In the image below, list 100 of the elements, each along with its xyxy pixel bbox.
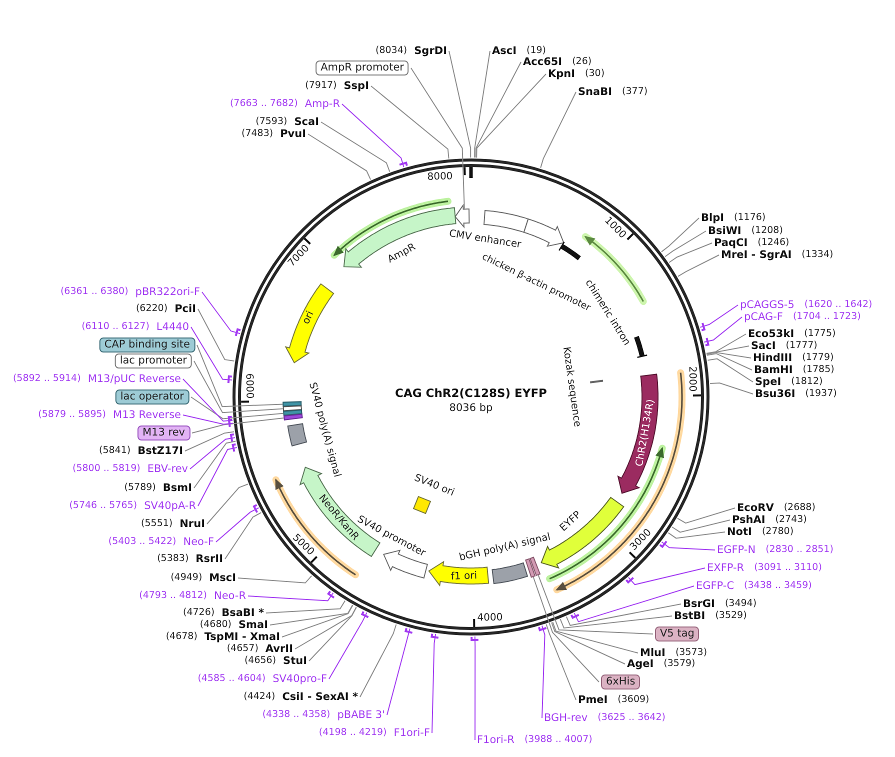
leader-line xyxy=(182,378,234,422)
leader-line xyxy=(574,586,694,622)
site-position: (5841) xyxy=(99,445,131,457)
primer-range: (6361 .. 6380) xyxy=(60,286,128,298)
site-position: (26) xyxy=(572,56,592,68)
leader-line xyxy=(542,625,546,718)
primer-name: pBR322ori-F xyxy=(135,286,200,298)
feature-label: bGH poly(A) signal xyxy=(458,532,552,564)
feature-stripe xyxy=(282,405,302,412)
site-position: (3494) xyxy=(724,598,757,610)
feature-shape xyxy=(454,204,470,229)
leader-line xyxy=(270,604,353,626)
enzyme-name: ScaI xyxy=(294,116,319,128)
site-position: (1208) xyxy=(751,225,783,237)
site-position: (4656) xyxy=(244,655,276,667)
site-position: (377) xyxy=(622,86,648,98)
site-position: (1775) xyxy=(804,328,836,340)
site-position: (4657) xyxy=(226,643,258,655)
leader-line xyxy=(538,574,654,634)
scale-label: 4000 xyxy=(478,612,504,624)
leader-line xyxy=(474,636,476,740)
primer-name: L4440 xyxy=(156,321,189,333)
site-position: (30) xyxy=(585,68,605,80)
leader-line xyxy=(664,230,706,258)
primer-range: (5879 .. 5895) xyxy=(38,409,106,421)
primer-name: EBV-rev xyxy=(147,463,188,475)
leader-line xyxy=(202,292,241,334)
site-position: (2780) xyxy=(762,526,794,538)
leader-line xyxy=(410,68,465,210)
enzyme-name: BstBI xyxy=(674,610,706,622)
site-position: (1246) xyxy=(758,237,790,249)
leader-line xyxy=(206,484,248,524)
leader-line xyxy=(475,62,522,158)
leader-line xyxy=(184,431,234,452)
enzyme-name: SmaI xyxy=(238,619,268,631)
leader-line xyxy=(710,382,754,394)
primer-name: EGFP-C xyxy=(696,580,734,592)
enzyme-name: Bsu36I xyxy=(755,388,796,400)
primer-range: (3438 .. 3459) xyxy=(744,580,812,592)
leader-line xyxy=(328,612,368,680)
primer-range: (5746 .. 5765) xyxy=(69,500,138,512)
site-position: (19) xyxy=(526,45,546,57)
primer-range: (6110 .. 6127) xyxy=(82,321,150,333)
leader-line xyxy=(194,440,236,488)
primer-name: Amp-R xyxy=(304,98,340,110)
feature-label: CMV enhancer xyxy=(448,228,522,252)
primer-name: Neo-F xyxy=(183,536,214,548)
feature-label: ori xyxy=(300,310,318,326)
enzyme-name: PvuI xyxy=(280,128,306,140)
leader-line xyxy=(190,437,236,470)
primer-range: (1704 .. 1723) xyxy=(792,311,861,323)
leader-line xyxy=(706,353,752,370)
leader-line xyxy=(308,606,357,662)
leader-line xyxy=(668,532,726,539)
leader-line xyxy=(706,352,752,358)
scale-label: 8000 xyxy=(426,171,453,184)
site-position: (1176) xyxy=(734,212,766,224)
primer-name: F1ori-F xyxy=(394,727,430,739)
site-position: (1779) xyxy=(802,352,834,364)
primer-range: (5403 .. 5422) xyxy=(108,536,176,548)
leader-line xyxy=(566,604,682,626)
site-position: (7483) xyxy=(241,128,274,140)
scale-label: 2000 xyxy=(686,366,698,392)
site-position: (2743) xyxy=(775,514,807,526)
plasmid-size: 8036 bp xyxy=(449,402,493,414)
leader-line xyxy=(476,74,546,158)
site-position: (1937) xyxy=(805,388,837,400)
leader-line xyxy=(706,346,750,354)
leader-line xyxy=(672,520,730,533)
site-position: (7917) xyxy=(305,80,337,92)
site-position: (4949) xyxy=(170,572,202,584)
primer-name: BGH-rev xyxy=(544,712,588,724)
site-position: (8034) xyxy=(376,45,408,57)
leader-line xyxy=(192,418,284,434)
primer-range: (3625 .. 3642) xyxy=(598,712,666,724)
primer-range: (4585 .. 4604) xyxy=(198,673,266,685)
primer-range: (3091 .. 3110) xyxy=(754,562,822,574)
primer-name: pCAGGS-5 xyxy=(740,299,794,311)
leader-line xyxy=(661,541,716,550)
leader-line xyxy=(248,592,334,602)
enzyme-name: Acc65I xyxy=(523,56,562,68)
primer-name: M13/pUC Reverse xyxy=(88,373,181,385)
leader-line xyxy=(216,507,260,542)
leader-line xyxy=(706,334,746,354)
leader-line xyxy=(294,606,357,650)
leader-line xyxy=(194,360,284,414)
site-position: (1812) xyxy=(791,376,823,388)
site-position: (4678) xyxy=(166,631,198,643)
leader-line xyxy=(474,50,490,158)
leader-line xyxy=(551,622,626,664)
site-position: (7593) xyxy=(256,116,288,128)
leader-line xyxy=(432,633,436,734)
enzyme-name: BsrGI xyxy=(683,598,715,610)
enzyme-name: SgrDI xyxy=(414,45,447,57)
site-position: (4424) xyxy=(244,691,276,703)
enzyme-name: SnaBI xyxy=(578,86,612,98)
leader-line xyxy=(546,624,576,700)
leader-line xyxy=(540,92,576,168)
plasmid-title: CAG ChR2(C128S) EYFP xyxy=(395,386,547,400)
enzyme-name: CsiI - SexAI * xyxy=(282,691,358,703)
